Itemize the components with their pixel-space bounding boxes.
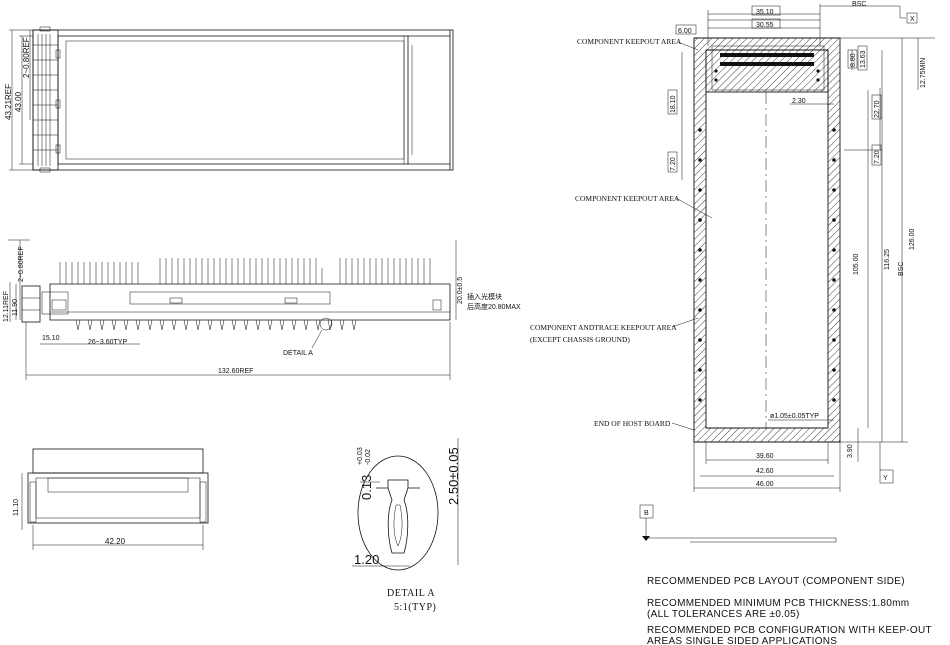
pcb-dim-30-55: 30.55	[756, 22, 774, 29]
pcb-datum-x: X	[910, 16, 915, 23]
pcb-dim-105: 105.00	[853, 253, 860, 275]
front-view: 11.10 42.20	[13, 448, 209, 550]
detail-dim-bottom: 1.20	[354, 552, 379, 567]
detail-a-pin	[387, 487, 409, 554]
pcb-layout: 35.10 30.55 6.00 BSC X 8.80 13.63 12.75M…	[530, 1, 935, 543]
side-view: DETAIL A 2~0.80REF 12.11REF 11.90 15.10 …	[3, 239, 521, 380]
pcb-dim-2-30: 2.30	[792, 98, 806, 105]
detail-dim-right: 2.50±0.05	[446, 447, 461, 505]
note-line-1: RECOMMENDED PCB LAYOUT (COMPONENT SIDE)	[647, 576, 905, 587]
side-dim-insert: 20.0±0.5	[457, 277, 464, 304]
pcb-dim-hole: ø1.05±0.05TYP	[770, 413, 819, 420]
top-dim-overall: 43.21REF	[4, 84, 13, 120]
top-view-outline	[32, 29, 454, 171]
pcb-dim-8-80: 8.80	[850, 53, 857, 67]
pcb-dim-35-10: 35.10	[756, 9, 774, 16]
pcb-label-host-board: END OF HOST BOARD	[594, 419, 671, 428]
side-dim-pin-offset: 15.10	[42, 335, 60, 342]
side-dim-tab: 2~0.80REF	[18, 246, 25, 282]
side-detail-ref: DETAIL A	[283, 350, 313, 357]
top-view-body	[57, 35, 409, 165]
front-cage	[27, 472, 209, 524]
side-dim-height: 12.11REF	[3, 291, 10, 322]
pcb-label-keepout-trace-1: COMPONENT ANDTRACE KEEPOUT AREA	[530, 323, 677, 332]
pcb-dim-12-75: 12.75MIN	[920, 58, 927, 88]
pcb-dim-13-63: 13.63	[860, 50, 867, 68]
top-view-connector	[32, 29, 59, 171]
side-dim-pin-pitch: 26~3.60TYP	[88, 339, 127, 346]
pcb-dim-42-60: 42.60	[756, 468, 774, 475]
front-dim-width: 42.20	[105, 537, 126, 546]
note-line-2: RECOMMENDED MINIMUM PCB THICKNESS:1.80mm	[647, 598, 909, 609]
detail-tol-lower: -0.02	[365, 449, 372, 465]
detail-title: DETAIL A	[387, 588, 435, 599]
top-view-window	[65, 40, 405, 160]
note-line-5: AREAS SINGLE SIDED APPLICATIONS	[647, 636, 837, 645]
pcb-dim-18-10: 18.10	[670, 95, 677, 113]
detail-a-callout-circle	[319, 317, 333, 331]
side-connector	[21, 285, 41, 323]
pcb-dim-7-20-r: 7.20	[874, 150, 881, 164]
side-note-cn-2: 后高度20.80MAX	[467, 302, 521, 311]
note-line-4: RECOMMENDED PCB CONFIGURATION WITH KEEP-…	[647, 625, 932, 636]
pcb-datum-y: Y	[883, 475, 888, 482]
notes: RECOMMENDED PCB LAYOUT (COMPONENT SIDE) …	[647, 576, 932, 645]
side-dim-length: 132.60REF	[218, 368, 253, 375]
pcb-bsc-top: BSC	[852, 1, 866, 8]
pcb-datum-b: B	[644, 510, 649, 517]
top-dim-tab: 2~0.80REF	[22, 37, 31, 78]
detail-a-ellipse	[357, 455, 439, 571]
side-note-cn-1: 插入光模块	[467, 292, 502, 301]
pcb-label-keepout-1: COMPONENT KEEPOUT AREA	[577, 37, 682, 46]
detail-scale: 5:1(TYP)	[394, 602, 436, 613]
pcb-keepout-frame	[693, 37, 841, 443]
side-heatsink-fins	[59, 258, 431, 284]
pcb-label-keepout-trace-2: (EXCEPT CHASSIS GROUND)	[530, 335, 630, 344]
top-view-comb	[33, 34, 58, 166]
pcb-dim-6-00: 6.00	[678, 28, 692, 35]
side-dim-body: 11.90	[12, 299, 19, 316]
pcb-dim-22-70: 22.70	[874, 100, 881, 118]
pcb-dim-116: 116.25	[884, 249, 891, 270]
pcb-dim-126: 126.00	[909, 228, 916, 250]
pcb-holes	[698, 128, 836, 402]
note-line-3: (ALL TOLERANCES ARE ±0.05)	[647, 609, 800, 620]
pcb-dim-46-00: 46.00	[756, 481, 774, 488]
side-pins	[75, 319, 357, 331]
detail-tol-upper: +0.03	[357, 447, 364, 465]
front-top-block	[32, 448, 204, 474]
pcb-dim-7-20-l: 7.20	[670, 157, 677, 171]
detail-a-view: 0.13 +0.03 -0.02 2.50±0.05 1.20 DETAIL A…	[352, 438, 461, 613]
pcb-dim-3-90: 3.90	[847, 444, 854, 458]
top-view: 43.21REF 43.00 2~0.80REF	[4, 26, 454, 173]
side-cage-body	[49, 283, 451, 321]
detail-dim-top: 0.13	[359, 475, 374, 500]
top-dim-body: 43.00	[14, 91, 23, 112]
pcb-bsc-side: BSC	[898, 262, 905, 276]
front-dim-height: 11.10	[13, 499, 20, 516]
pcb-label-keepout-2: COMPONENT KEEPOUT AREA	[575, 194, 680, 203]
pcb-dim-39-60: 39.60	[756, 453, 774, 460]
